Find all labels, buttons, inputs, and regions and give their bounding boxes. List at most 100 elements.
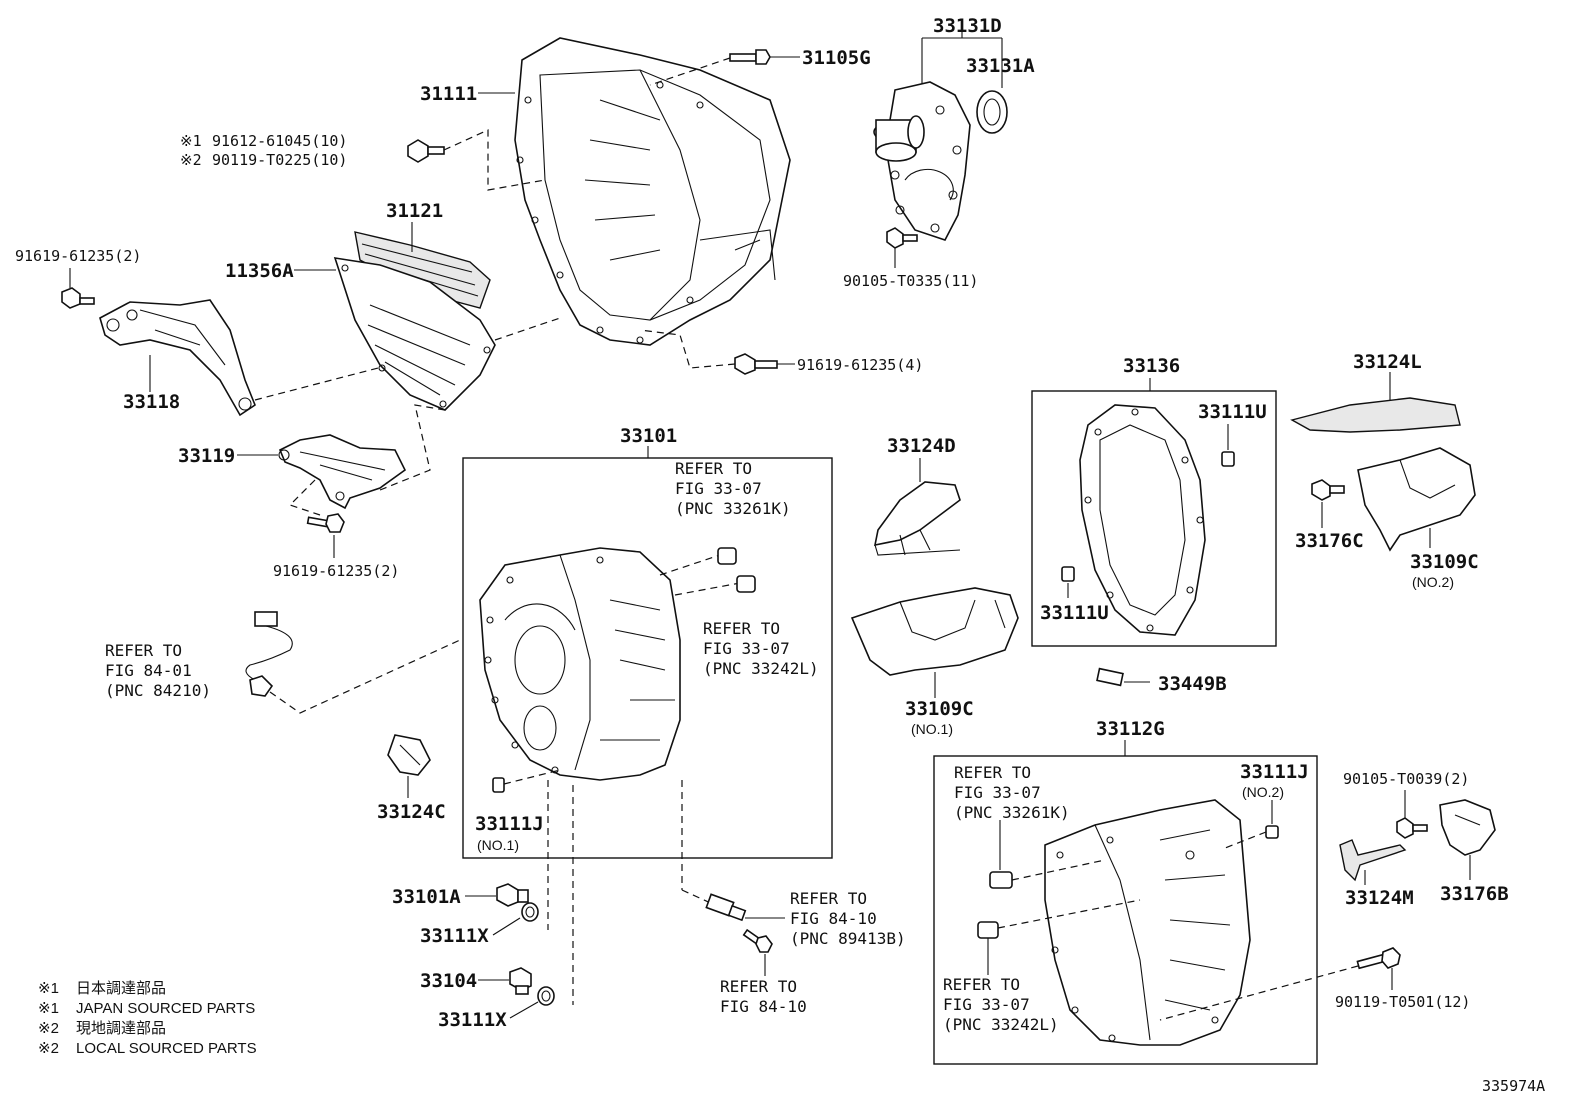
label-33111u-b: 33111U: [1040, 602, 1109, 624]
pin-33111j-no2[interactable]: [1265, 825, 1279, 839]
bolt-fig-84-10[interactable]: [742, 928, 773, 953]
cover-33124d[interactable]: [873, 481, 961, 556]
pin-33111j-no1[interactable]: [492, 777, 505, 793]
svg-text:REFER TO: REFER TO: [954, 763, 1031, 782]
cover-33109c-no2[interactable]: [1357, 447, 1476, 552]
label-33109c-no2: 33109C: [1410, 551, 1479, 573]
ref-fig-33-07-33242l-b[interactable]: REFER TO FIG 33-07 (PNC 33242L): [943, 975, 1059, 1034]
bearing-retainer-33131d[interactable]: [873, 81, 971, 241]
label-33124l: 33124L: [1353, 351, 1422, 373]
label-91612-61045: 91612-61045(10): [212, 132, 347, 150]
pin-33111u-a[interactable]: [1221, 451, 1235, 467]
bolt-90105-t0335[interactable]: [886, 227, 918, 249]
label-33111x-a: 33111X: [420, 925, 489, 947]
speed-sensor-84210[interactable]: [245, 611, 293, 697]
marker-1: ※1: [180, 132, 202, 150]
svg-text:(PNC 33242L): (PNC 33242L): [943, 1015, 1059, 1034]
cover-33176b[interactable]: [1439, 799, 1496, 856]
gasket-33111x-b[interactable]: [537, 986, 555, 1006]
svg-text:REFER TO: REFER TO: [720, 977, 797, 996]
label-33104: 33104: [420, 970, 477, 992]
svg-text:(PNC 89413B): (PNC 89413B): [790, 929, 906, 948]
ref-fig-33-07-33242l[interactable]: REFER TO FIG 33-07 (PNC 33242L): [703, 619, 819, 678]
legend-mark: ※2: [38, 1020, 59, 1037]
dowel-33261k[interactable]: [717, 547, 737, 565]
legend-text: 現地調達部品: [76, 1020, 166, 1037]
bolt-90105-t0039[interactable]: [1396, 817, 1428, 839]
dowel-33242l-b[interactable]: [977, 921, 999, 939]
bracket-33119[interactable]: [278, 434, 407, 510]
label-33136: 33136: [1123, 355, 1180, 377]
svg-text:(PNC 84210): (PNC 84210): [105, 681, 211, 700]
bracket-33124m[interactable]: [1339, 839, 1407, 882]
svg-text:(PNC 33261K): (PNC 33261K): [954, 803, 1070, 822]
dowel-33242l[interactable]: [736, 575, 756, 593]
plug-33101a[interactable]: [496, 883, 529, 907]
label-33111x-b: 33111X: [438, 1009, 507, 1031]
label-31111: 31111: [420, 83, 477, 105]
label-33109c-no1: 33109C: [905, 698, 974, 720]
label-33111j-no1: 33111J: [475, 813, 544, 835]
legend-text: 日本調達部品: [76, 980, 166, 997]
cover-33109c-no1[interactable]: [850, 587, 1019, 676]
bolt-91612-61045[interactable]: [407, 139, 445, 163]
oil-seal-33131a[interactable]: [976, 90, 1008, 134]
label-33124m: 33124M: [1345, 887, 1414, 909]
ref-fig-84-01[interactable]: REFER TO FIG 84-01 (PNC 84210): [105, 641, 211, 700]
label-33119: 33119: [178, 445, 235, 467]
legend-text: LOCAL SOURCED PARTS: [76, 1040, 257, 1057]
pin-33111u-b[interactable]: [1061, 566, 1075, 582]
legend: ※1 日本調達部品 ※1 JAPAN SOURCED PARTS ※2 現地調達…: [38, 980, 257, 1057]
svg-text:REFER TO: REFER TO: [703, 619, 780, 638]
legend-mark: ※1: [38, 1000, 59, 1017]
label-33112g: 33112G: [1096, 718, 1165, 740]
svg-text:REFER TO: REFER TO: [790, 889, 867, 908]
legend-text: JAPAN SOURCED PARTS: [76, 1000, 255, 1017]
cover-33124l[interactable]: [1290, 397, 1461, 433]
plug-33104[interactable]: [509, 967, 532, 995]
bolt-91619-61235-4[interactable]: [734, 353, 778, 375]
gasket-33111x-a[interactable]: [521, 902, 539, 922]
label-33449b: 33449B: [1158, 673, 1227, 695]
svg-text:FIG 84-10: FIG 84-10: [790, 909, 877, 928]
ref-fig-84-10-89413b[interactable]: REFER TO FIG 84-10 (PNC 89413B): [790, 889, 906, 948]
catalog-number: 335974A: [1482, 1077, 1545, 1095]
plate-33449b[interactable]: [1096, 667, 1124, 687]
ref-fig-84-10[interactable]: REFER TO FIG 84-10: [720, 977, 807, 1016]
legend-mark: ※1: [38, 980, 59, 997]
label-91619-61235-left: 91619-61235(2): [15, 247, 141, 265]
svg-text:REFER TO: REFER TO: [943, 975, 1020, 994]
bolt-90119-t0501[interactable]: [1356, 947, 1401, 970]
label-33109c-no2-note: (NO.2): [1412, 574, 1454, 590]
label-91619-61235-lower: 91619-61235(2): [273, 562, 399, 580]
label-33124d: 33124D: [887, 435, 956, 457]
label-33124c: 33124C: [377, 801, 446, 823]
bolt-91619-61235-left[interactable]: [61, 287, 95, 309]
bolt-91619-61235-lower[interactable]: [306, 513, 345, 533]
cover-33124c[interactable]: [387, 734, 431, 776]
bolt-33176c[interactable]: [1311, 479, 1345, 501]
label-33111j-no1-note: (NO.1): [477, 837, 519, 853]
plate-11356a[interactable]: [333, 257, 496, 411]
svg-text:FIG 33-07: FIG 33-07: [954, 783, 1041, 802]
ref-fig-33-07-33261k-b[interactable]: REFER TO FIG 33-07 (PNC 33261K): [954, 763, 1070, 822]
bolt-31105g[interactable]: [729, 49, 771, 65]
svg-text:REFER TO: REFER TO: [105, 641, 182, 660]
svg-text:(PNC 33261K): (PNC 33261K): [675, 499, 791, 518]
transmission-case-33101[interactable]: [479, 547, 681, 781]
dowel-33261k-b[interactable]: [989, 871, 1013, 889]
extension-housing-33112g[interactable]: [1044, 799, 1251, 1046]
ref-fig-33-07-33261k[interactable]: REFER TO FIG 33-07 (PNC 33261K): [675, 459, 791, 518]
label-33111j-no2: 33111J: [1240, 761, 1309, 783]
bracket-33118[interactable]: [99, 299, 256, 417]
label-90105-t0039: 90105-T0039(2): [1343, 770, 1469, 788]
sensor-89413b[interactable]: [705, 893, 747, 922]
label-90105-t0335: 90105-T0335(11): [843, 272, 978, 290]
extension-housing-33136[interactable]: [1079, 404, 1206, 636]
label-90119-t0225: 90119-T0225(10): [212, 151, 347, 169]
bell-housing-31111[interactable]: [514, 37, 791, 346]
label-31121: 31121: [386, 200, 443, 222]
svg-text:(PNC 33242L): (PNC 33242L): [703, 659, 819, 678]
svg-text:FIG 84-10: FIG 84-10: [720, 997, 807, 1016]
